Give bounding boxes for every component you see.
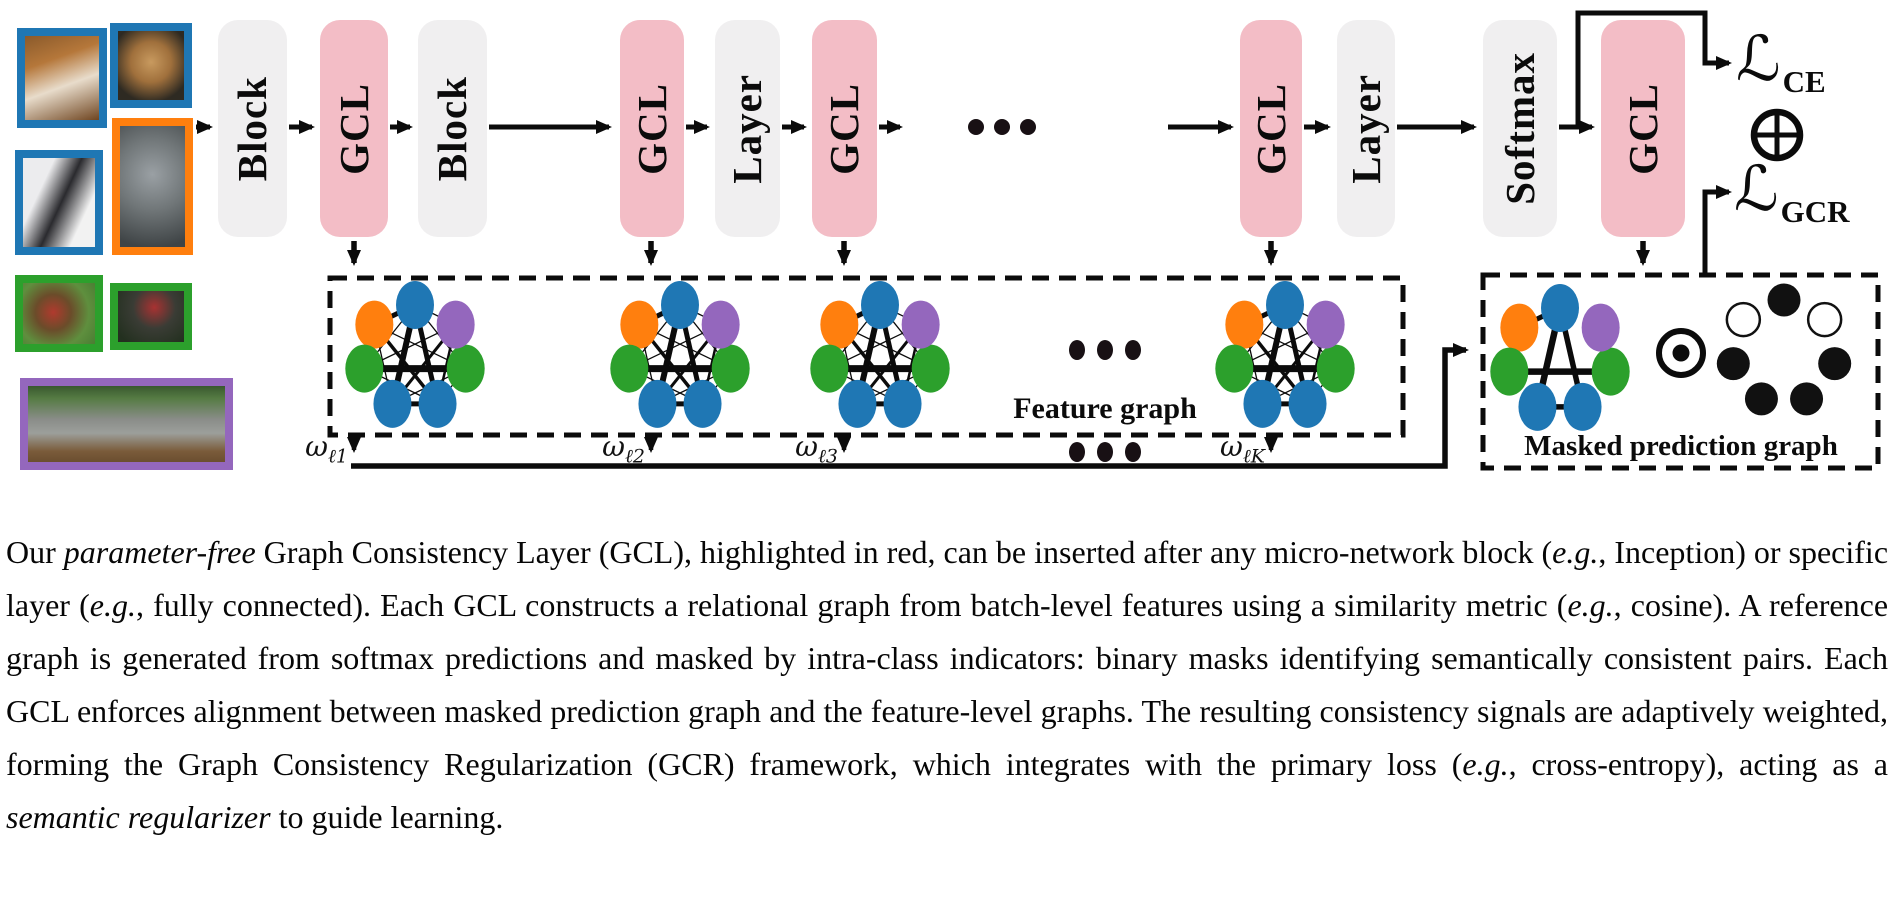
input-image-poodle-dog bbox=[110, 23, 192, 108]
gcl-5: GCL bbox=[1601, 20, 1685, 237]
script-L-icon: ℒ bbox=[1736, 22, 1781, 95]
softmax-label: Softmax bbox=[1496, 52, 1543, 205]
cat-photo bbox=[120, 126, 185, 247]
weight-label-1: ωℓ1 bbox=[305, 430, 348, 468]
block-2-label: Block bbox=[429, 75, 475, 182]
gcl-2: GCL bbox=[620, 20, 684, 237]
softmax-to-ce-connector bbox=[1575, 10, 1732, 129]
softmax: Softmax bbox=[1483, 20, 1557, 237]
gcl-1: GCL bbox=[320, 20, 388, 237]
layer-2: Layer bbox=[1337, 20, 1395, 237]
weight-arrows bbox=[347, 437, 1278, 453]
feature-graph-label: Feature graph bbox=[1013, 392, 1197, 425]
block-1-label: Block bbox=[229, 75, 275, 182]
pheasant-photo bbox=[23, 283, 95, 344]
koala-photo bbox=[28, 386, 225, 462]
weights-bus-connector bbox=[351, 343, 1469, 469]
gcl-1-label: GCL bbox=[330, 82, 377, 175]
input-image-dark-bird bbox=[110, 283, 192, 350]
masked-prediction-graph-box bbox=[1480, 272, 1881, 471]
weight-label-2: ωℓ2 bbox=[602, 430, 645, 468]
feature-graphs-ellipsis-icon bbox=[1069, 340, 1141, 360]
gcl-2-label: GCL bbox=[628, 82, 675, 175]
input-image-koala bbox=[20, 378, 233, 470]
gcl-3: GCL bbox=[812, 20, 877, 237]
beagle-photo bbox=[25, 36, 99, 120]
pipeline-ellipsis-icon bbox=[968, 119, 1036, 135]
weights-ellipsis-icon bbox=[1069, 442, 1141, 462]
input-image-tabby-cat bbox=[112, 118, 193, 255]
chin-photo bbox=[23, 158, 95, 247]
block-1: Block bbox=[218, 20, 287, 237]
layer-1: Layer bbox=[715, 20, 780, 237]
gcl-4-label: GCL bbox=[1247, 82, 1294, 175]
input-image-pheasant-bird bbox=[15, 275, 103, 352]
figure-caption: Our parameter-free Graph Consistency Lay… bbox=[6, 534, 1889, 835]
gcl-5-label: GCL bbox=[1619, 82, 1666, 175]
masked-to-gcr-connector bbox=[1702, 185, 1732, 275]
feature-graph-box bbox=[327, 275, 1406, 438]
weight-label-3: ωℓ3 bbox=[795, 430, 838, 468]
loss-ce: ℒCE bbox=[1736, 22, 1826, 100]
gcl-3-label: GCL bbox=[821, 82, 867, 175]
relational-graphs bbox=[345, 281, 1852, 431]
odot-icon bbox=[1656, 328, 1706, 378]
input-image-japanese-chin-dog bbox=[15, 150, 103, 255]
architecture-diagram bbox=[196, 10, 1881, 471]
input-image-beagle-dog bbox=[17, 28, 107, 128]
dark-bird-photo bbox=[118, 291, 184, 342]
layer-1-label: Layer bbox=[724, 73, 770, 184]
loss-gcr: ℒGCR bbox=[1734, 152, 1850, 230]
layer-2-label: Layer bbox=[1342, 73, 1389, 184]
gcl-4: GCL bbox=[1240, 20, 1302, 237]
script-L-icon: ℒ bbox=[1734, 152, 1779, 225]
gcl-down-arrows bbox=[347, 241, 1650, 266]
masked-prediction-graph-label: Masked prediction graph bbox=[1524, 430, 1838, 462]
weight-label-K: ωℓK bbox=[1220, 430, 1265, 468]
block-2: Block bbox=[418, 20, 487, 237]
oplus-icon bbox=[1750, 108, 1804, 162]
poodle-photo bbox=[118, 31, 184, 100]
